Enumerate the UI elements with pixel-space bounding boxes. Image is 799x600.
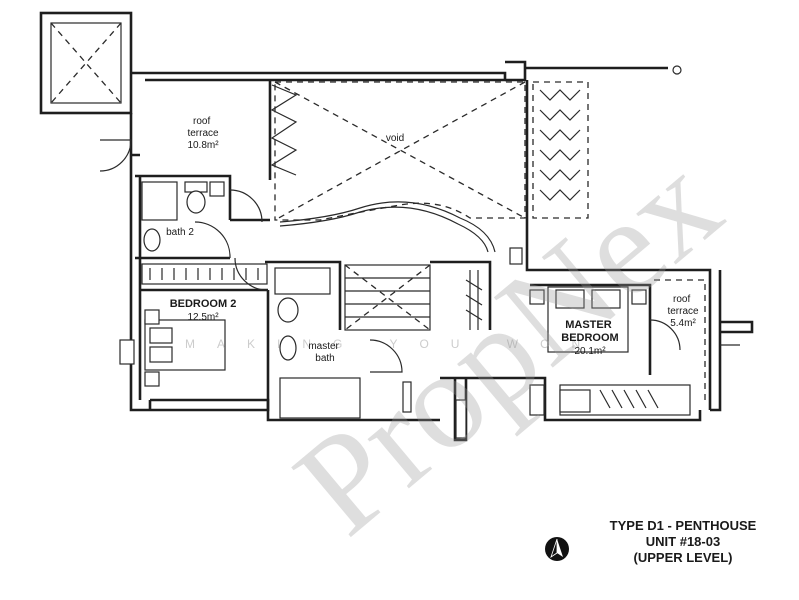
master-bath-name: master bath bbox=[308, 341, 341, 364]
void-label: void bbox=[386, 133, 404, 144]
door-swings bbox=[99, 139, 681, 373]
bedroom2-name: BEDROOM 2 bbox=[170, 298, 237, 310]
watermark: PropNex MAKING YOU WON bbox=[185, 125, 748, 564]
skylight bbox=[39, 11, 133, 115]
roof-terrace-top-name: roof terrace bbox=[187, 116, 219, 139]
north-arrow-icon bbox=[545, 537, 569, 561]
roof-terrace-right-name: roof terrace bbox=[667, 294, 699, 317]
void-screen bbox=[270, 84, 298, 176]
void bbox=[274, 81, 526, 253]
master-bedroom-area: 20.1m² bbox=[574, 346, 606, 357]
bath2-fixtures bbox=[141, 181, 225, 252]
legend-type: TYPE D1 - PENTHOUSE bbox=[609, 518, 757, 533]
roof-terrace-right-area: 5.4m² bbox=[670, 318, 696, 329]
planter-strip bbox=[532, 81, 589, 219]
master-bath-fixtures bbox=[274, 267, 361, 419]
room-labels: roof terrace 10.8m² void bath 2 BEDROOM … bbox=[166, 116, 699, 364]
watermark-sub: MAKING YOU WON bbox=[185, 337, 602, 351]
bedroom2-area: 12.5m² bbox=[187, 312, 219, 323]
master-bedroom-name: MASTER BEDROOM bbox=[561, 319, 618, 344]
bath2-label: bath 2 bbox=[166, 227, 194, 238]
misc-fixtures bbox=[402, 65, 682, 439]
staircase bbox=[344, 264, 483, 331]
outer-walls bbox=[129, 60, 754, 442]
bedroom2-furniture bbox=[119, 263, 268, 387]
roof-terrace-right-edge bbox=[654, 279, 740, 405]
roof-terrace-top-area: 10.8m² bbox=[187, 140, 219, 151]
master-bedroom-furniture bbox=[529, 286, 691, 416]
legend-level: (UPPER LEVEL) bbox=[633, 550, 733, 565]
plan-legend: TYPE D1 - PENTHOUSE UNIT #18-03 (UPPER L… bbox=[588, 518, 778, 566]
legend-unit: UNIT #18-03 bbox=[645, 534, 721, 549]
